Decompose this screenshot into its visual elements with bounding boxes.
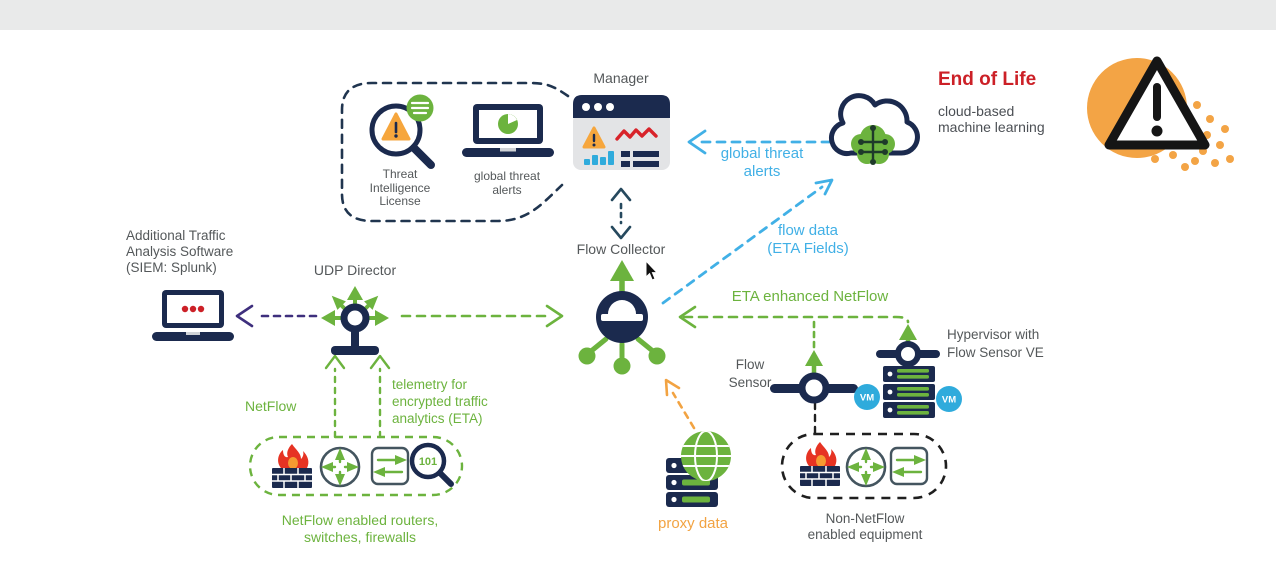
label-line: NetFlow enabled routers,: [281, 512, 439, 528]
non-netflow-label: Non-NetFlow enabled equipment: [808, 511, 923, 543]
label-line: Flow: [735, 357, 765, 372]
telemetry-edge-label: telemetry for encrypted traffic analytic…: [392, 376, 488, 427]
manager-icon: [573, 95, 670, 170]
edge-flow-data: [661, 178, 834, 305]
proxy-data-label: proxy data: [657, 515, 729, 532]
label-line: Hypervisor with: [947, 327, 1040, 342]
label-line: Additional Traffic: [126, 228, 226, 243]
cloud-ml-icon: [823, 90, 928, 185]
packet-analyzer-icon: 101: [409, 442, 455, 488]
global-alerts-laptop-icon: [462, 104, 554, 162]
flow-collector-icon: [560, 250, 685, 380]
label-line: Threat: [382, 167, 418, 181]
non-netflow-box: [780, 432, 948, 500]
trend-line-icon: [615, 127, 658, 141]
bar-chart-icon: [584, 151, 614, 165]
end-of-life-warning-icon: [1085, 55, 1245, 180]
label-line: Sensor: [728, 375, 772, 390]
global-alerts-edge-label: global threat alerts: [721, 145, 804, 181]
mouse-cursor: [645, 259, 659, 283]
label-line: global threat: [720, 145, 804, 162]
vm-badge-icon: VM: [936, 386, 962, 412]
label-line: encrypted traffic: [392, 394, 488, 409]
end-of-life-label: End of Life: [938, 69, 1037, 90]
threat-box-outline: [340, 81, 570, 223]
flow-data-edge-label: flow data (ETA Fields): [767, 222, 848, 258]
flow-sensor-label: Flow Sensor: [729, 356, 772, 392]
hypervisor-flow-sensor-ve-icon: VM VM: [853, 340, 965, 426]
label-line: Intelligence: [369, 180, 431, 195]
switch-icon: [370, 446, 410, 486]
label-line: enabled equipment: [807, 527, 923, 542]
cloud-ml-label: cloud-based machine learning: [938, 103, 1045, 135]
svg-text:101: 101: [419, 456, 437, 468]
netflow-devices-box: [248, 435, 464, 497]
label-line: (SIEM: Splunk): [126, 260, 217, 275]
globe-icon: [681, 431, 731, 481]
threat-license-label: Threat Intelligence License: [369, 167, 431, 209]
router-icon: [319, 446, 361, 488]
udp-director-icon: [305, 280, 405, 360]
proxy-server-icon: [655, 428, 740, 510]
edge-eta-enhanced-netflow: [678, 305, 910, 352]
label-line: switches, firewalls: [303, 529, 417, 545]
top-gray-band: [0, 0, 1276, 30]
siem-label: Additional Traffic Analysis Software (SI…: [126, 228, 233, 276]
edge-netflow-telemetry: [324, 354, 391, 439]
alert-triangle-icon: [582, 126, 606, 149]
label-line: Analysis Software: [126, 244, 234, 259]
netflow-edge-label: NetFlow: [245, 398, 297, 414]
firewall-icon: [272, 444, 312, 488]
label-line: machine learning: [938, 118, 1045, 135]
hypervisor-label: Hypervisor with Flow Sensor VE: [947, 326, 1044, 362]
svg-text:VM: VM: [860, 393, 874, 404]
flow-sensor-icon: [768, 368, 860, 408]
label-line: Flow Sensor VE: [947, 345, 1044, 360]
label-line: telemetry for: [392, 377, 468, 392]
label-line: Non-NetFlow: [825, 511, 905, 526]
label-line: (ETA Fields): [767, 240, 849, 257]
global-alerts-node-label: global threat alerts: [473, 169, 541, 197]
label-line: analytics (ETA): [392, 411, 483, 426]
router-icon: [845, 446, 887, 488]
firewall-icon: [800, 442, 840, 486]
feed-list-badge-icon: [406, 94, 434, 122]
label-line: License: [379, 194, 421, 208]
flow-collector-label: Flow Collector: [576, 241, 666, 257]
edge-udp-flowcollector: [400, 304, 564, 328]
edge-global-threat-alerts: [687, 129, 836, 155]
label-line: alerts: [492, 182, 522, 197]
list-icon: [621, 151, 659, 167]
edge-udp-siem: [235, 304, 318, 328]
edge-proxy-data: [664, 378, 696, 430]
label-line: global threat: [473, 169, 541, 183]
label-line: cloud-based: [938, 103, 1015, 119]
siem-laptop-icon: [152, 290, 234, 342]
switch-icon: [889, 446, 929, 486]
edge-manager-flowcollector: [610, 187, 632, 240]
vm-badge-icon: VM: [854, 384, 880, 410]
netflow-devices-label: NetFlow enabled routers, switches, firew…: [282, 512, 438, 546]
label-line: flow data: [777, 222, 839, 239]
svg-text:VM: VM: [942, 395, 956, 406]
manager-label: Manager: [593, 70, 649, 86]
eta-enhanced-netflow-label: ETA enhanced NetFlow: [731, 288, 889, 305]
threat-intelligence-icon: [360, 94, 438, 172]
ml-brain-icon: [851, 125, 895, 165]
label-line: alerts: [743, 163, 781, 180]
udp-director-label: UDP Director: [313, 262, 397, 278]
